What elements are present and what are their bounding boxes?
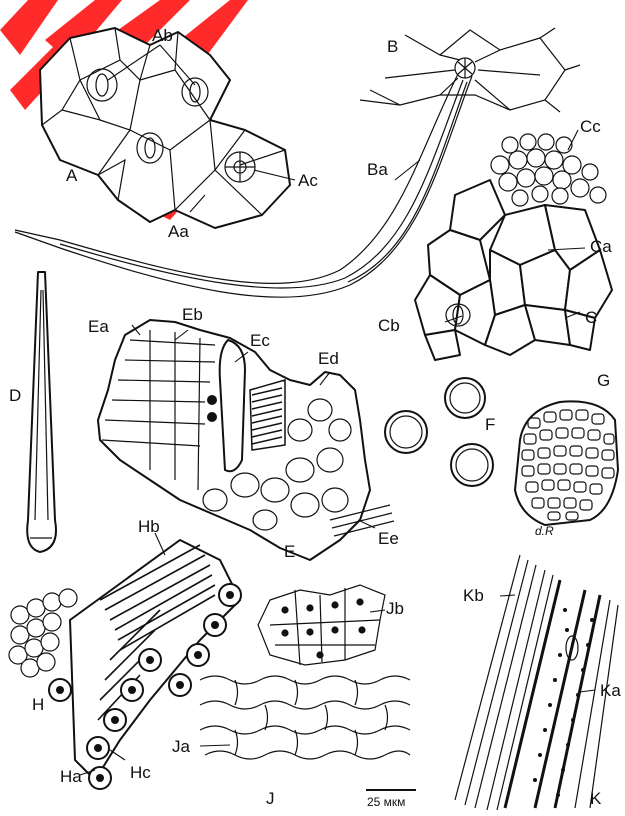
panel-j-epidermis	[200, 585, 416, 790]
label-Jb: Jb	[386, 599, 404, 618]
label-Ed: Ed	[318, 349, 339, 368]
label-A: A	[66, 166, 78, 185]
label-Ba: Ba	[367, 160, 388, 179]
label-B: B	[387, 37, 398, 56]
label-Ha: Ha	[60, 767, 82, 786]
panel-d-hair	[27, 272, 56, 552]
panel-h-section	[9, 533, 241, 789]
label-Ec: Ec	[250, 331, 270, 350]
label-G: G	[597, 371, 610, 390]
label-H: H	[32, 695, 44, 714]
label-Ab: Ab	[152, 26, 173, 45]
panel-f-grains	[385, 378, 493, 486]
label-Ee: Ee	[378, 529, 399, 548]
label-Hc: Hc	[130, 763, 151, 782]
label-Ac: Ac	[298, 171, 318, 190]
label-Cc: Cc	[580, 117, 601, 136]
label-J: J	[266, 789, 275, 808]
label-Eb: Eb	[182, 305, 203, 324]
label-Cb: Cb	[378, 316, 400, 335]
scale-bar-label: 25 мкм	[367, 795, 405, 809]
label-Ea: Ea	[88, 317, 109, 336]
label-C: C	[585, 308, 597, 327]
label-D: D	[9, 386, 21, 405]
label-Aa: Aa	[168, 222, 189, 241]
panel-c-parenchyma	[415, 130, 612, 360]
label-E: E	[284, 542, 295, 561]
panel-a-epidermis	[40, 28, 295, 228]
label-Hb: Hb	[138, 517, 160, 536]
label-Ka: Ka	[600, 681, 621, 700]
artist-signature: d.R	[535, 524, 554, 538]
label-F: F	[485, 415, 495, 434]
label-Ca: Ca	[590, 237, 612, 256]
label-K: K	[590, 789, 602, 808]
label-Ja: Ja	[172, 737, 191, 756]
label-Kb: Kb	[463, 586, 484, 605]
panel-g-cluster	[515, 401, 618, 525]
